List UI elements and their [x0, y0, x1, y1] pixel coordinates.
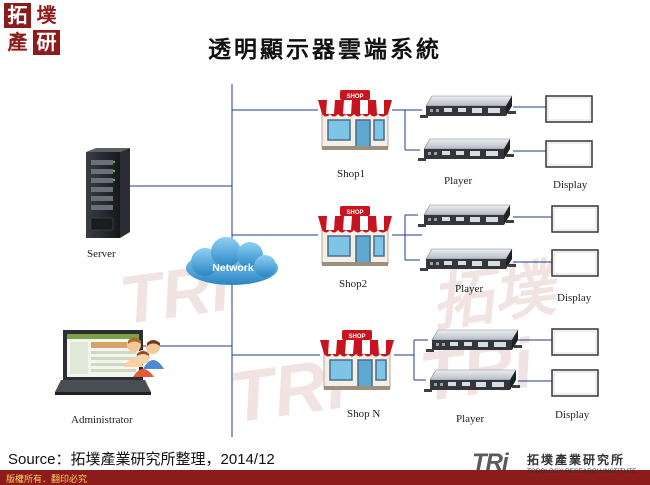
shop-label: Shop2: [339, 278, 368, 290]
logo-char: 拓: [4, 3, 31, 28]
display-icon: [551, 328, 599, 356]
diagram-title: 透明顯示器雲端系統: [208, 36, 442, 63]
player-icon: [417, 204, 515, 228]
server-label: Server: [87, 248, 116, 260]
tri-brand-logo: TRi 拓墣產業研究所 TOPOLOGY RESEARCH INSTITUTE: [472, 449, 644, 479]
network-cloud-icon: [186, 237, 278, 285]
footer-bar: [0, 470, 650, 485]
shop-sign: SHOP: [346, 210, 363, 216]
display-icon: [545, 95, 593, 123]
connection-lines: [130, 84, 552, 437]
shop-label: Shop1: [337, 168, 366, 180]
shop-sign: SHOP: [346, 94, 363, 100]
player-label: Player: [444, 175, 473, 187]
network-label: Network: [212, 262, 254, 274]
source-note: Source：拓墣產業研究所整理，2014/12: [8, 451, 275, 468]
users-icon: [124, 337, 164, 377]
tri-logo-letters: TRi: [472, 449, 509, 476]
administrator-label: Administrator: [71, 414, 133, 426]
shop-sign: SHOP: [348, 334, 365, 340]
display-icon: [551, 249, 599, 277]
display-icon: [545, 140, 593, 168]
logo-char: 墣: [33, 3, 60, 28]
copyright-note: 版權所有．翻印必究: [6, 475, 88, 485]
player-label: Player: [456, 413, 485, 425]
laptop-icon: [55, 330, 151, 395]
display-icon: [551, 205, 599, 233]
player-icon: [423, 369, 521, 393]
player-icon: [419, 248, 517, 272]
tri-name-en: TOPOLOGY RESEARCH INSTITUTE: [527, 468, 637, 475]
shop-label: Shop N: [347, 408, 381, 420]
display-label: Display: [555, 409, 590, 421]
logo-char: 產: [4, 30, 31, 55]
display-icon: [551, 369, 599, 397]
tri-name-cn: 拓墣產業研究所: [527, 453, 626, 467]
server-icon: [86, 148, 130, 238]
player-icon: [425, 329, 523, 353]
logo-char: 研: [33, 30, 60, 55]
player-label: Player: [455, 283, 484, 295]
brand-logo: 拓 墣 產 研: [4, 3, 62, 57]
display-label: Display: [553, 179, 588, 191]
player-icon: [417, 138, 515, 162]
player-icon: [419, 95, 517, 119]
display-label: Display: [557, 292, 592, 304]
